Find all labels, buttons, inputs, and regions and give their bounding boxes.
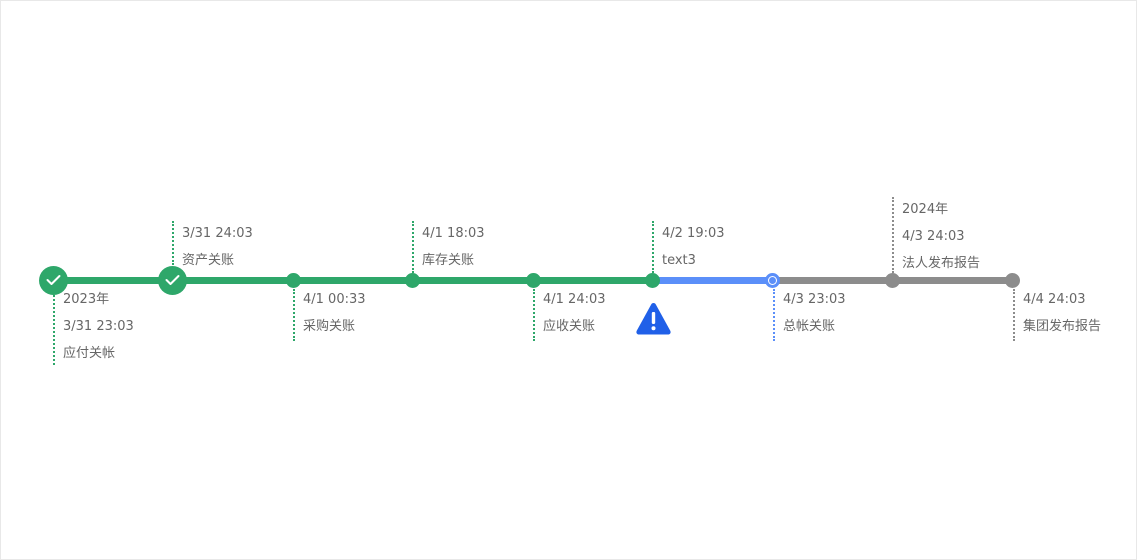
node-connector	[293, 289, 295, 341]
timeline-node-1[interactable]	[158, 266, 187, 295]
check-icon	[46, 275, 61, 285]
timeline-node-4[interactable]	[526, 273, 541, 288]
node-time: 4/1 00:33	[303, 292, 366, 307]
node-title: 集团发布报告	[1023, 319, 1102, 334]
node-title: 法人发布报告	[902, 256, 981, 271]
node-connector	[892, 197, 894, 273]
node-time: 4/1 18:03	[422, 226, 485, 241]
timeline-label-2: 4/1 00:33 采购关账	[303, 286, 366, 340]
node-connector	[652, 221, 654, 273]
warning-triangle-icon[interactable]	[635, 301, 672, 336]
node-title: 采购关账	[303, 319, 356, 334]
timeline-node-0[interactable]	[39, 266, 68, 295]
node-connector	[1013, 289, 1015, 341]
timeline-label-0: 2023年 3/31 23:03 应付关帐	[63, 286, 134, 367]
node-year: 2024年	[902, 202, 949, 217]
node-title: 资产关账	[182, 253, 235, 268]
check-icon	[165, 275, 180, 285]
node-connector	[412, 221, 414, 273]
timeline-label-8: 4/4 24:03 集团发布报告	[1023, 286, 1101, 340]
node-connector	[773, 289, 775, 341]
node-connector	[533, 289, 535, 341]
node-connector	[53, 295, 55, 365]
node-connector	[172, 221, 174, 265]
node-time: 4/3 24:03	[902, 229, 965, 244]
timeline-label-7: 2024年 4/3 24:03 法人发布报告	[902, 196, 980, 277]
timeline-label-6: 4/3 23:03 总帐关账	[783, 286, 846, 340]
timeline-node-6[interactable]	[765, 273, 780, 288]
node-time: 3/31 24:03	[182, 226, 253, 241]
timeline-node-7[interactable]	[885, 273, 900, 288]
timeline-label-4: 4/1 24:03 应收关账	[543, 286, 606, 340]
timeline-node-2[interactable]	[286, 273, 301, 288]
timeline-segment-completed	[53, 277, 653, 284]
timeline-label-1: 3/31 24:03 资产关账	[182, 220, 253, 274]
node-title: 库存关账	[422, 253, 475, 268]
timeline-node-8[interactable]	[1005, 273, 1020, 288]
node-time: 4/2 19:03	[662, 226, 725, 241]
node-title: text3	[662, 253, 696, 268]
timeline-label-3: 4/1 18:03 库存关账	[422, 220, 485, 274]
node-time: 4/4 24:03	[1023, 292, 1086, 307]
node-time: 3/31 23:03	[63, 319, 134, 334]
node-title: 应付关帐	[63, 346, 116, 361]
timeline-node-5[interactable]	[645, 273, 660, 288]
timeline-segment-active	[653, 277, 773, 284]
node-title: 应收关账	[543, 319, 596, 334]
node-time: 4/1 24:03	[543, 292, 606, 307]
node-year: 2023年	[63, 292, 110, 307]
node-title: 总帐关账	[783, 319, 836, 334]
timeline-node-3[interactable]	[405, 273, 420, 288]
node-time: 4/3 23:03	[783, 292, 846, 307]
timeline-label-5: 4/2 19:03 text3	[662, 220, 725, 274]
